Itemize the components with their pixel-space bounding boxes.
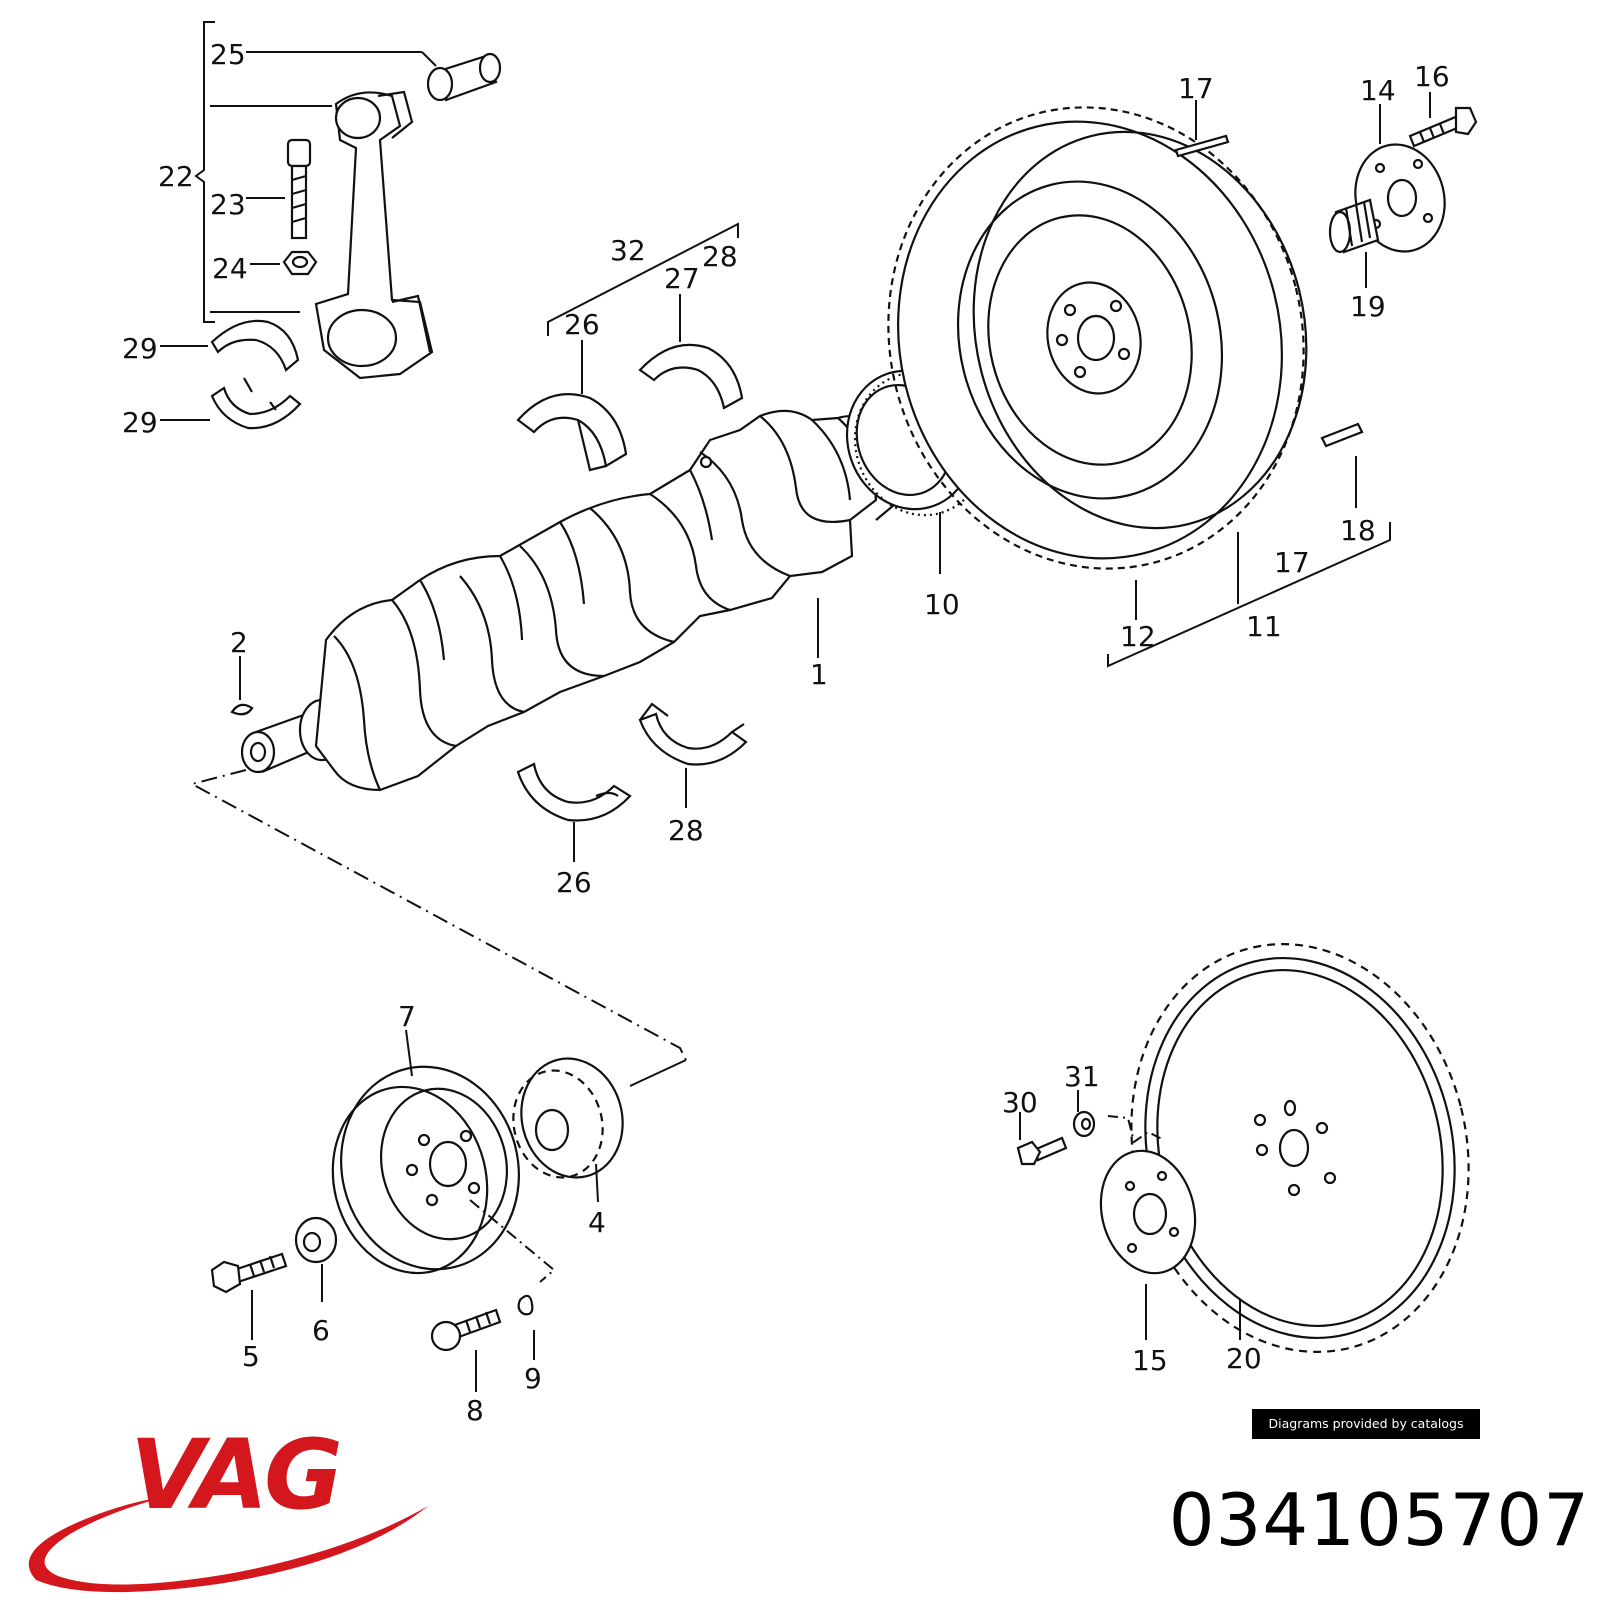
flywheel-bolt-30 xyxy=(1016,1136,1068,1166)
callout-6: 6 xyxy=(312,1314,330,1347)
pulley-washer-6 xyxy=(294,1216,338,1264)
dowel-pin-18 xyxy=(1320,422,1364,448)
part-number: 034105707 xyxy=(1168,1478,1590,1562)
callout-20: 20 xyxy=(1226,1342,1262,1375)
dowel-pin-17 xyxy=(1174,134,1230,158)
callout-5: 5 xyxy=(242,1340,260,1373)
dual-mass-flywheel xyxy=(887,106,1308,570)
callout-1: 1 xyxy=(810,658,828,691)
callout-7: 7 xyxy=(398,1000,416,1033)
crankshaft-pulley xyxy=(331,1065,520,1275)
washer-31 xyxy=(1072,1110,1096,1138)
crankshaft xyxy=(240,409,902,792)
pulley-bolt-5 xyxy=(210,1252,288,1294)
callout-28-upper: 28 xyxy=(702,240,738,273)
callout-25: 25 xyxy=(210,38,246,71)
flywheel-plate-15 xyxy=(1099,1149,1197,1275)
rod-bearing-shell-upper xyxy=(210,319,300,372)
callout-12: 12 xyxy=(1120,620,1156,653)
callout-24: 24 xyxy=(212,252,248,285)
needle-bearing-19 xyxy=(1328,198,1380,254)
connecting-rod-group xyxy=(160,21,502,430)
vag-logo: VAG xyxy=(28,1430,428,1593)
callout-32: 32 xyxy=(610,234,646,267)
callout-17-lower: 17 xyxy=(1274,546,1310,579)
connecting-rod xyxy=(314,90,434,380)
flywheel-plate-14 xyxy=(1354,143,1446,253)
callout-9: 9 xyxy=(524,1362,542,1395)
callout-labels: 25 22 23 24 29 29 32 28 27 26 17 14 16 1… xyxy=(122,38,1450,1427)
main-bearing-shell-26-lower xyxy=(516,762,632,822)
callout-10: 10 xyxy=(924,588,960,621)
main-bearing-shell-28-lower xyxy=(638,702,748,766)
callout-29-upper: 29 xyxy=(122,332,158,365)
callout-11: 11 xyxy=(1246,610,1282,643)
main-bearing-shell-26-upper xyxy=(516,393,628,472)
callout-27: 27 xyxy=(664,262,700,295)
callout-15: 15 xyxy=(1132,1344,1168,1377)
timing-sprocket xyxy=(512,1057,624,1179)
rod-nut xyxy=(282,250,318,276)
woodruff-key xyxy=(230,703,254,716)
small-end-bushing xyxy=(426,52,502,102)
callout-4: 4 xyxy=(588,1206,606,1239)
callout-30: 30 xyxy=(1002,1086,1038,1119)
callout-31: 31 xyxy=(1064,1060,1100,1093)
callout-23: 23 xyxy=(210,188,246,221)
callout-14: 14 xyxy=(1360,74,1396,107)
main-bearing-shell-27 xyxy=(638,343,744,410)
main-bearing-group xyxy=(516,222,748,862)
callout-28-lower: 28 xyxy=(668,814,704,847)
callout-18: 18 xyxy=(1340,514,1376,547)
pulley-bolt-8 xyxy=(430,1308,502,1352)
callout-26-lower: 26 xyxy=(556,866,592,899)
rod-bolt xyxy=(286,138,312,240)
callout-26-upper: 26 xyxy=(564,308,600,341)
callout-2: 2 xyxy=(230,626,248,659)
logo-wordmark: VAG xyxy=(130,1430,339,1531)
callout-8: 8 xyxy=(466,1394,484,1427)
diagram-credit-badge: Diagrams provided by catalogs parts xyxy=(1252,1409,1480,1461)
lock-washer-9 xyxy=(517,1294,534,1316)
callout-19: 19 xyxy=(1350,290,1386,323)
flywheel-20 xyxy=(1130,943,1470,1353)
callout-22: 22 xyxy=(158,160,194,193)
logo-swoosh xyxy=(28,1496,428,1593)
callout-29-lower: 29 xyxy=(122,406,158,439)
callout-16: 16 xyxy=(1414,60,1450,93)
callout-17-upper: 17 xyxy=(1178,72,1214,105)
flywheel-bolt-16 xyxy=(1408,106,1478,148)
rod-bearing-shell-lower xyxy=(210,377,302,430)
